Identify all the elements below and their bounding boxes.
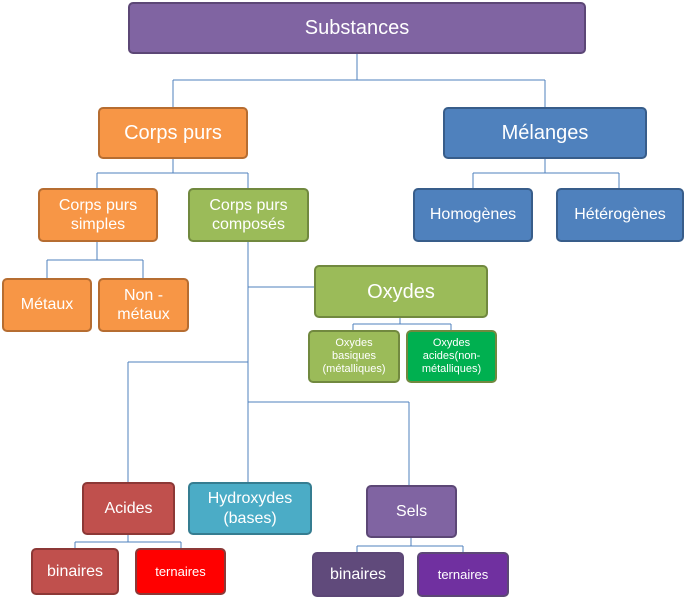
node-oxydes: Oxydes bbox=[314, 265, 488, 318]
node-acides-binaires: binaires bbox=[31, 548, 119, 595]
node-non-metaux: Non - métaux bbox=[98, 278, 189, 332]
node-acides: Acides bbox=[82, 482, 175, 535]
node-homogenes: Homogènes bbox=[413, 188, 533, 242]
node-hydroxydes: Hydroxydes (bases) bbox=[188, 482, 312, 535]
node-corps-purs: Corps purs bbox=[98, 107, 248, 159]
node-melanges: Mélanges bbox=[443, 107, 647, 159]
connector-composes bbox=[127, 242, 410, 485]
node-sels-ternaires: ternaires bbox=[417, 552, 509, 597]
connector-simples bbox=[46, 242, 144, 278]
node-oxydes-acides: Oxydes acides(non-métalliques) bbox=[406, 330, 497, 383]
connector-corps-purs bbox=[96, 159, 249, 188]
connector-substances bbox=[172, 54, 546, 108]
node-sels-binaires: binaires bbox=[312, 552, 404, 597]
connector-sels bbox=[356, 538, 464, 552]
node-corps-purs-simples: Corps purs simples bbox=[38, 188, 158, 242]
node-metaux: Métaux bbox=[2, 278, 92, 332]
node-corps-purs-composes: Corps purs composés bbox=[188, 188, 309, 242]
node-oxydes-basiques: Oxydes basiques (métalliques) bbox=[308, 330, 400, 383]
node-substances: Substances bbox=[128, 2, 586, 54]
node-heterogenes: Hétérogènes bbox=[556, 188, 684, 242]
connector-oxydes bbox=[352, 318, 452, 330]
node-acides-ternaires: ternaires bbox=[135, 548, 226, 595]
connector-acides bbox=[74, 535, 182, 548]
node-sels: Sels bbox=[366, 485, 457, 538]
connector-melanges bbox=[472, 159, 620, 188]
